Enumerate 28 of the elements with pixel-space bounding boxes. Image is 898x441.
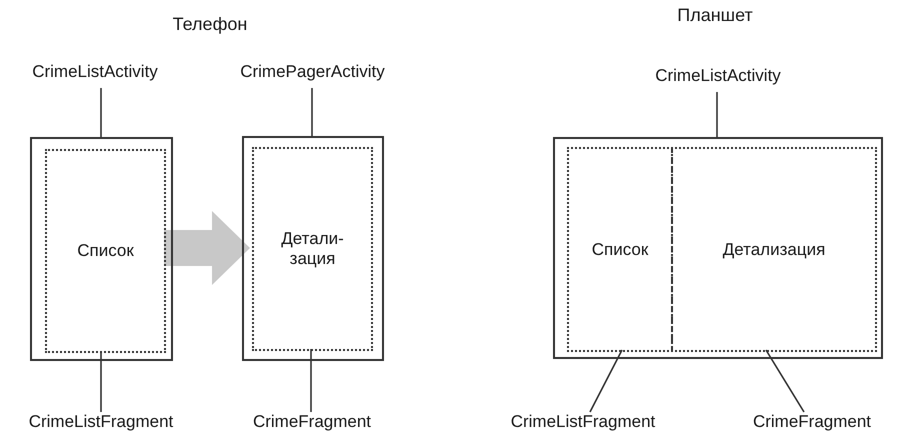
fragment-area <box>567 147 673 352</box>
screen-frame <box>242 136 384 361</box>
class-label: CrimeListFragment <box>3 412 199 438</box>
class-label: CrimePagerActivity <box>215 62 410 88</box>
device-heading: Телефон <box>172 14 248 35</box>
class-label: CrimeFragment <box>232 412 392 438</box>
class-label: CrimeListFragment <box>485 412 681 438</box>
fragment-label: Детали- зация <box>280 229 345 269</box>
leader-line <box>310 349 312 412</box>
fragment-area <box>671 147 877 352</box>
device-heading: Планшет <box>676 5 754 26</box>
leader-line <box>311 88 313 136</box>
fragment-label: Список <box>592 240 648 260</box>
fragment-label: Список <box>77 241 134 261</box>
fragment-area <box>45 149 166 353</box>
fragment-area <box>252 147 373 351</box>
leader-line <box>716 92 718 137</box>
screen-frame <box>553 137 883 359</box>
transition-arrow <box>164 211 250 285</box>
leader-line <box>765 350 805 412</box>
leader-line <box>100 351 102 412</box>
class-label: CrimeFragment <box>730 412 894 438</box>
leader-line <box>589 350 623 412</box>
class-label: CrimeListActivity <box>5 62 185 88</box>
screen-frame <box>30 137 173 361</box>
leader-line <box>100 88 102 137</box>
fragment-label: Детализация <box>722 240 826 260</box>
class-label: CrimeListActivity <box>630 66 806 92</box>
